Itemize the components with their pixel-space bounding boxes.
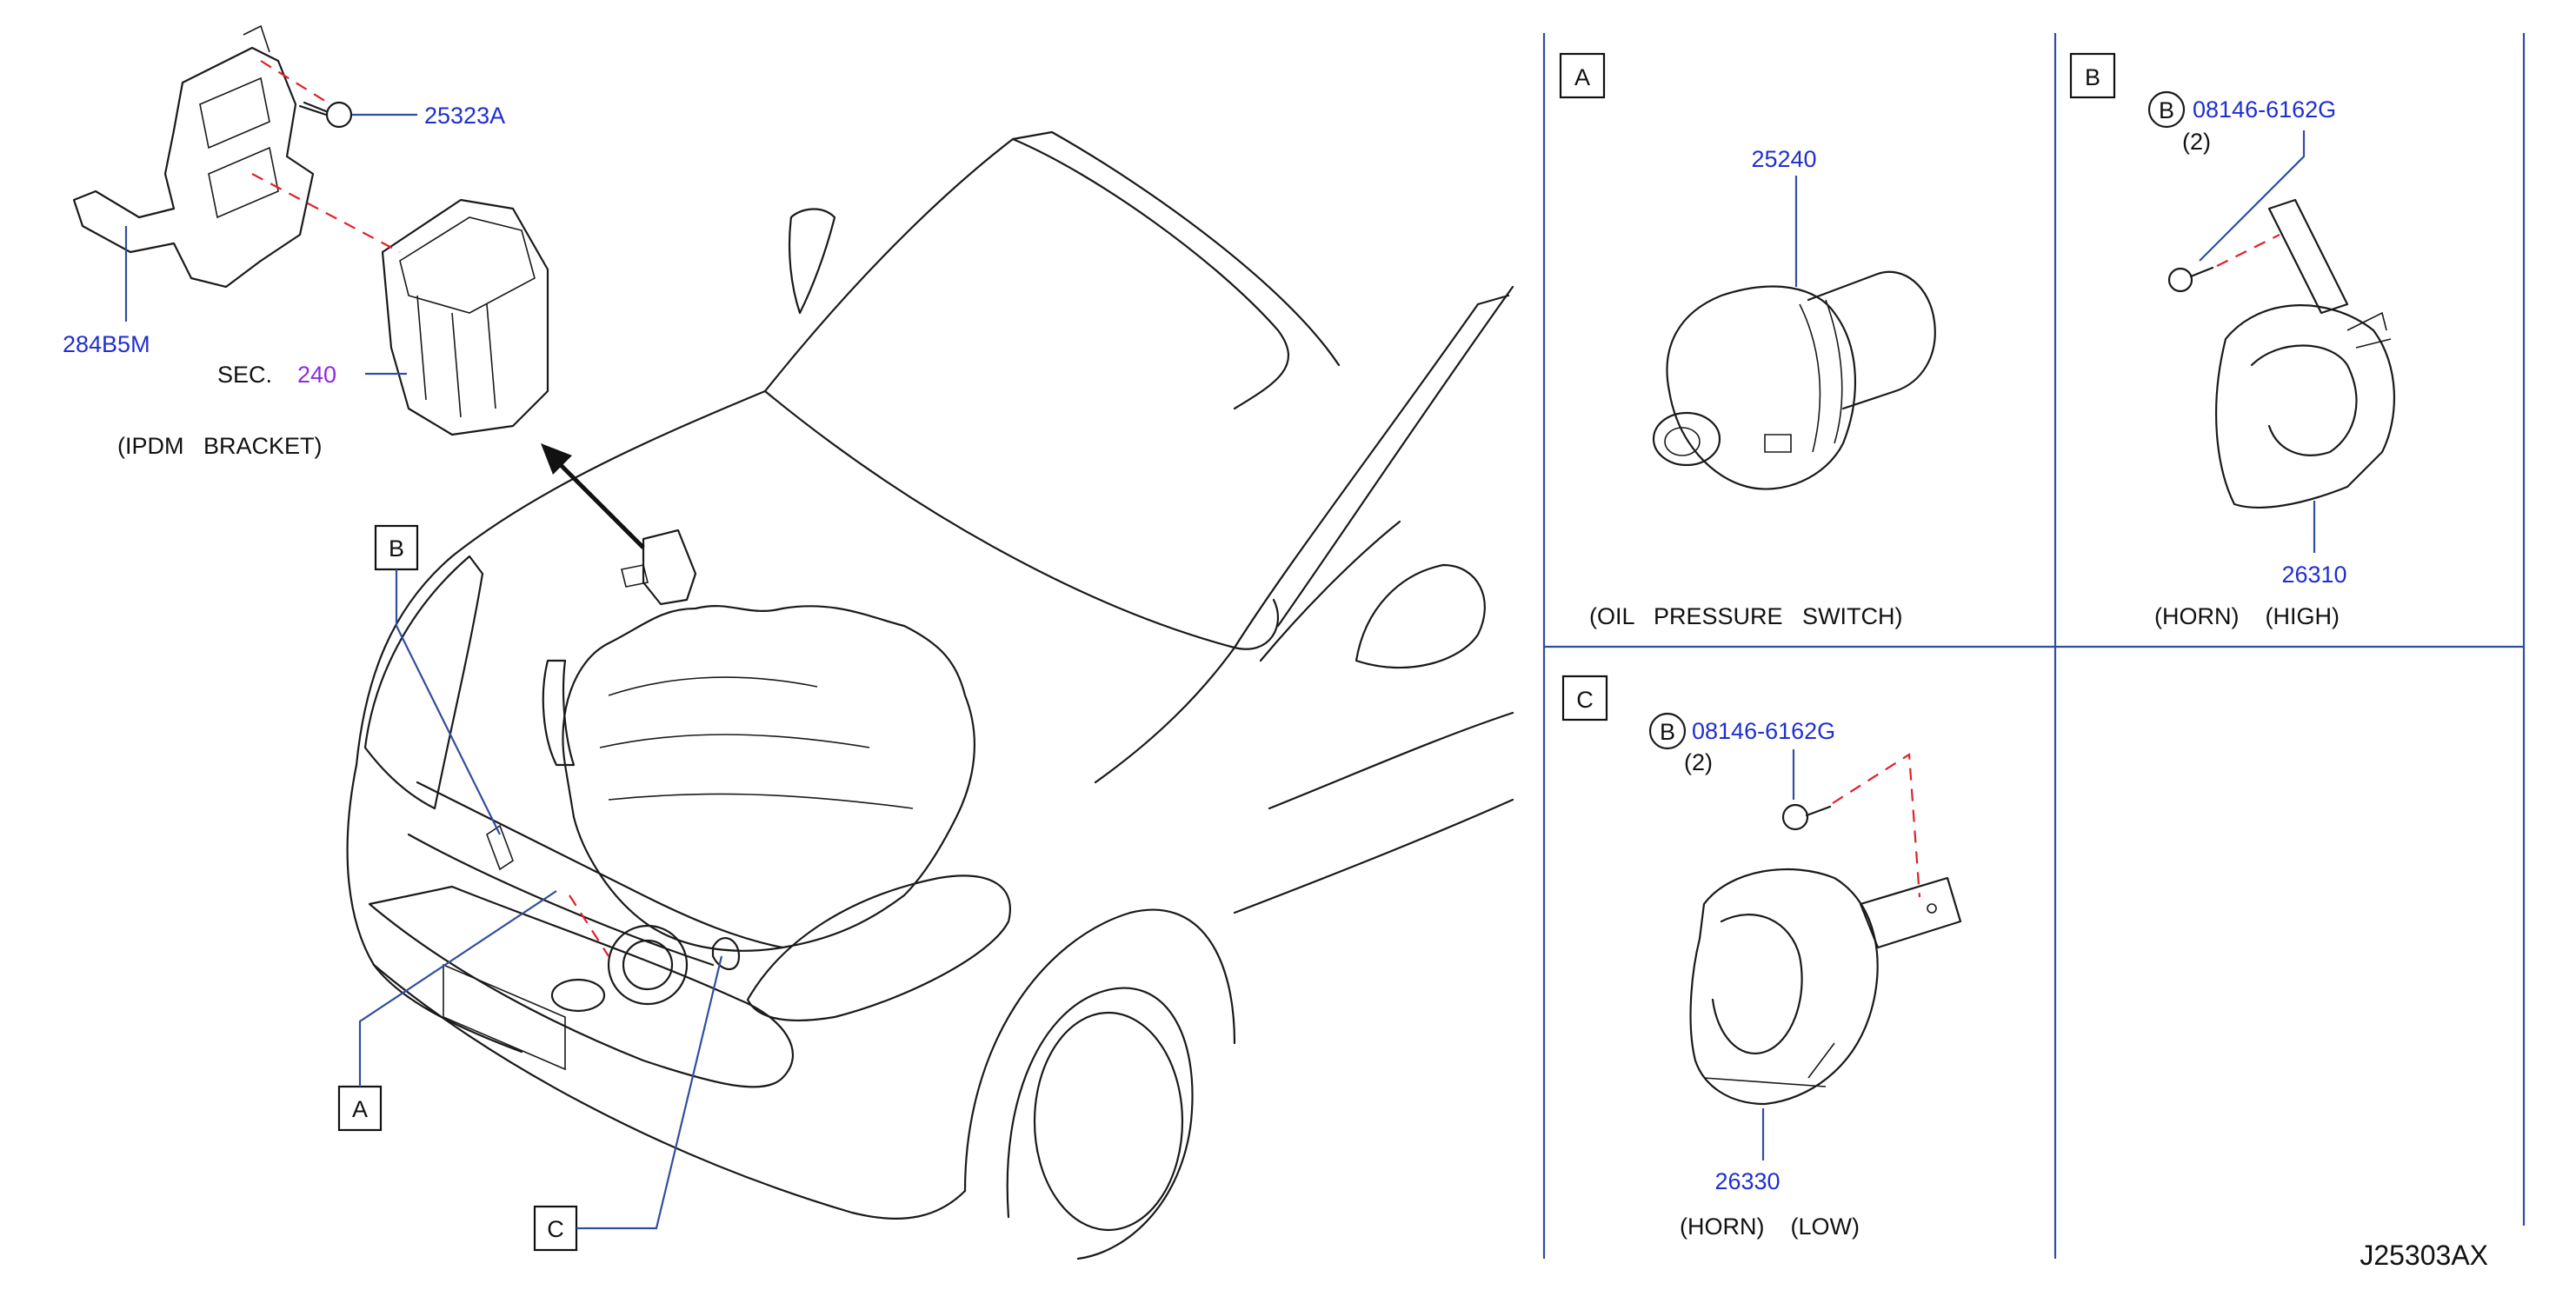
panel-c: C B 08146-6162G (2) 26330 (HORN) (LOW) (1561, 675, 1962, 1240)
callout-a-label: A (352, 1096, 368, 1122)
drawing-code: J25303AX (2360, 1240, 2488, 1271)
panel-b-label: B (2085, 64, 2100, 90)
bolt-symbol-b-lower (1648, 712, 1687, 750)
bolt-qty-upper: (2) (2182, 129, 2211, 155)
section-prefix: SEC. (217, 362, 272, 388)
bolt-qty-lower: (2) (1684, 749, 1713, 775)
horn-high-drawing (2167, 198, 2396, 509)
panel-a-label: A (1574, 64, 1590, 90)
ipdm-bracket-drawing (72, 24, 549, 436)
callout-b: B (374, 524, 501, 835)
bolt-symbol-b-upper (2147, 90, 2186, 129)
section-number: 240 (297, 362, 336, 388)
engine-drawing (486, 529, 976, 1013)
part-number-26330: 26330 (1714, 1168, 1780, 1194)
callout-a: A (337, 890, 557, 1132)
part-number-08146-6162G-upper: 08146-6162G (2193, 96, 2336, 123)
part-number-25240: 25240 (1751, 146, 1816, 172)
callout-c-label: C (547, 1216, 564, 1242)
horn-low-drawing (1689, 803, 1962, 1106)
caption-ipdm-bracket: (IPDM BRACKET) (117, 433, 323, 459)
part-number-26310: 26310 (2281, 562, 2346, 588)
panel-grid (1542, 33, 2526, 1259)
callout-b-label: B (389, 535, 404, 562)
callout-c: C (533, 955, 723, 1252)
ipdm-arrow (555, 459, 645, 549)
bolt-symbol-b-lower-letter: B (1660, 719, 1675, 745)
oil-pressure-switch-drawing (1652, 270, 1936, 490)
panel-c-label: C (1576, 687, 1594, 713)
vehicle-front-drawing (346, 130, 1514, 1260)
panel-b: B B 08146-6162G (2) 26310 (HORN) (HIGH) (2069, 52, 2396, 629)
caption-horn-low: (HORN) (LOW) (1680, 1214, 1860, 1240)
part-number-25323A: 25323A (424, 103, 505, 129)
caption-oil-pressure-switch: (OIL PRESSURE SWITCH) (1589, 603, 1903, 629)
caption-horn-high: (HORN) (HIGH) (2154, 603, 2340, 629)
bolt-symbol-b-upper-letter: B (2159, 97, 2174, 123)
part-number-08146-6162G-lower: 08146-6162G (1692, 718, 1835, 744)
part-number-284B5M: 284B5M (63, 331, 150, 357)
ipdm-arrowhead (541, 443, 572, 475)
panel-a: A 25240 (OIL PRESSURE SWITCH) (1559, 52, 1936, 629)
